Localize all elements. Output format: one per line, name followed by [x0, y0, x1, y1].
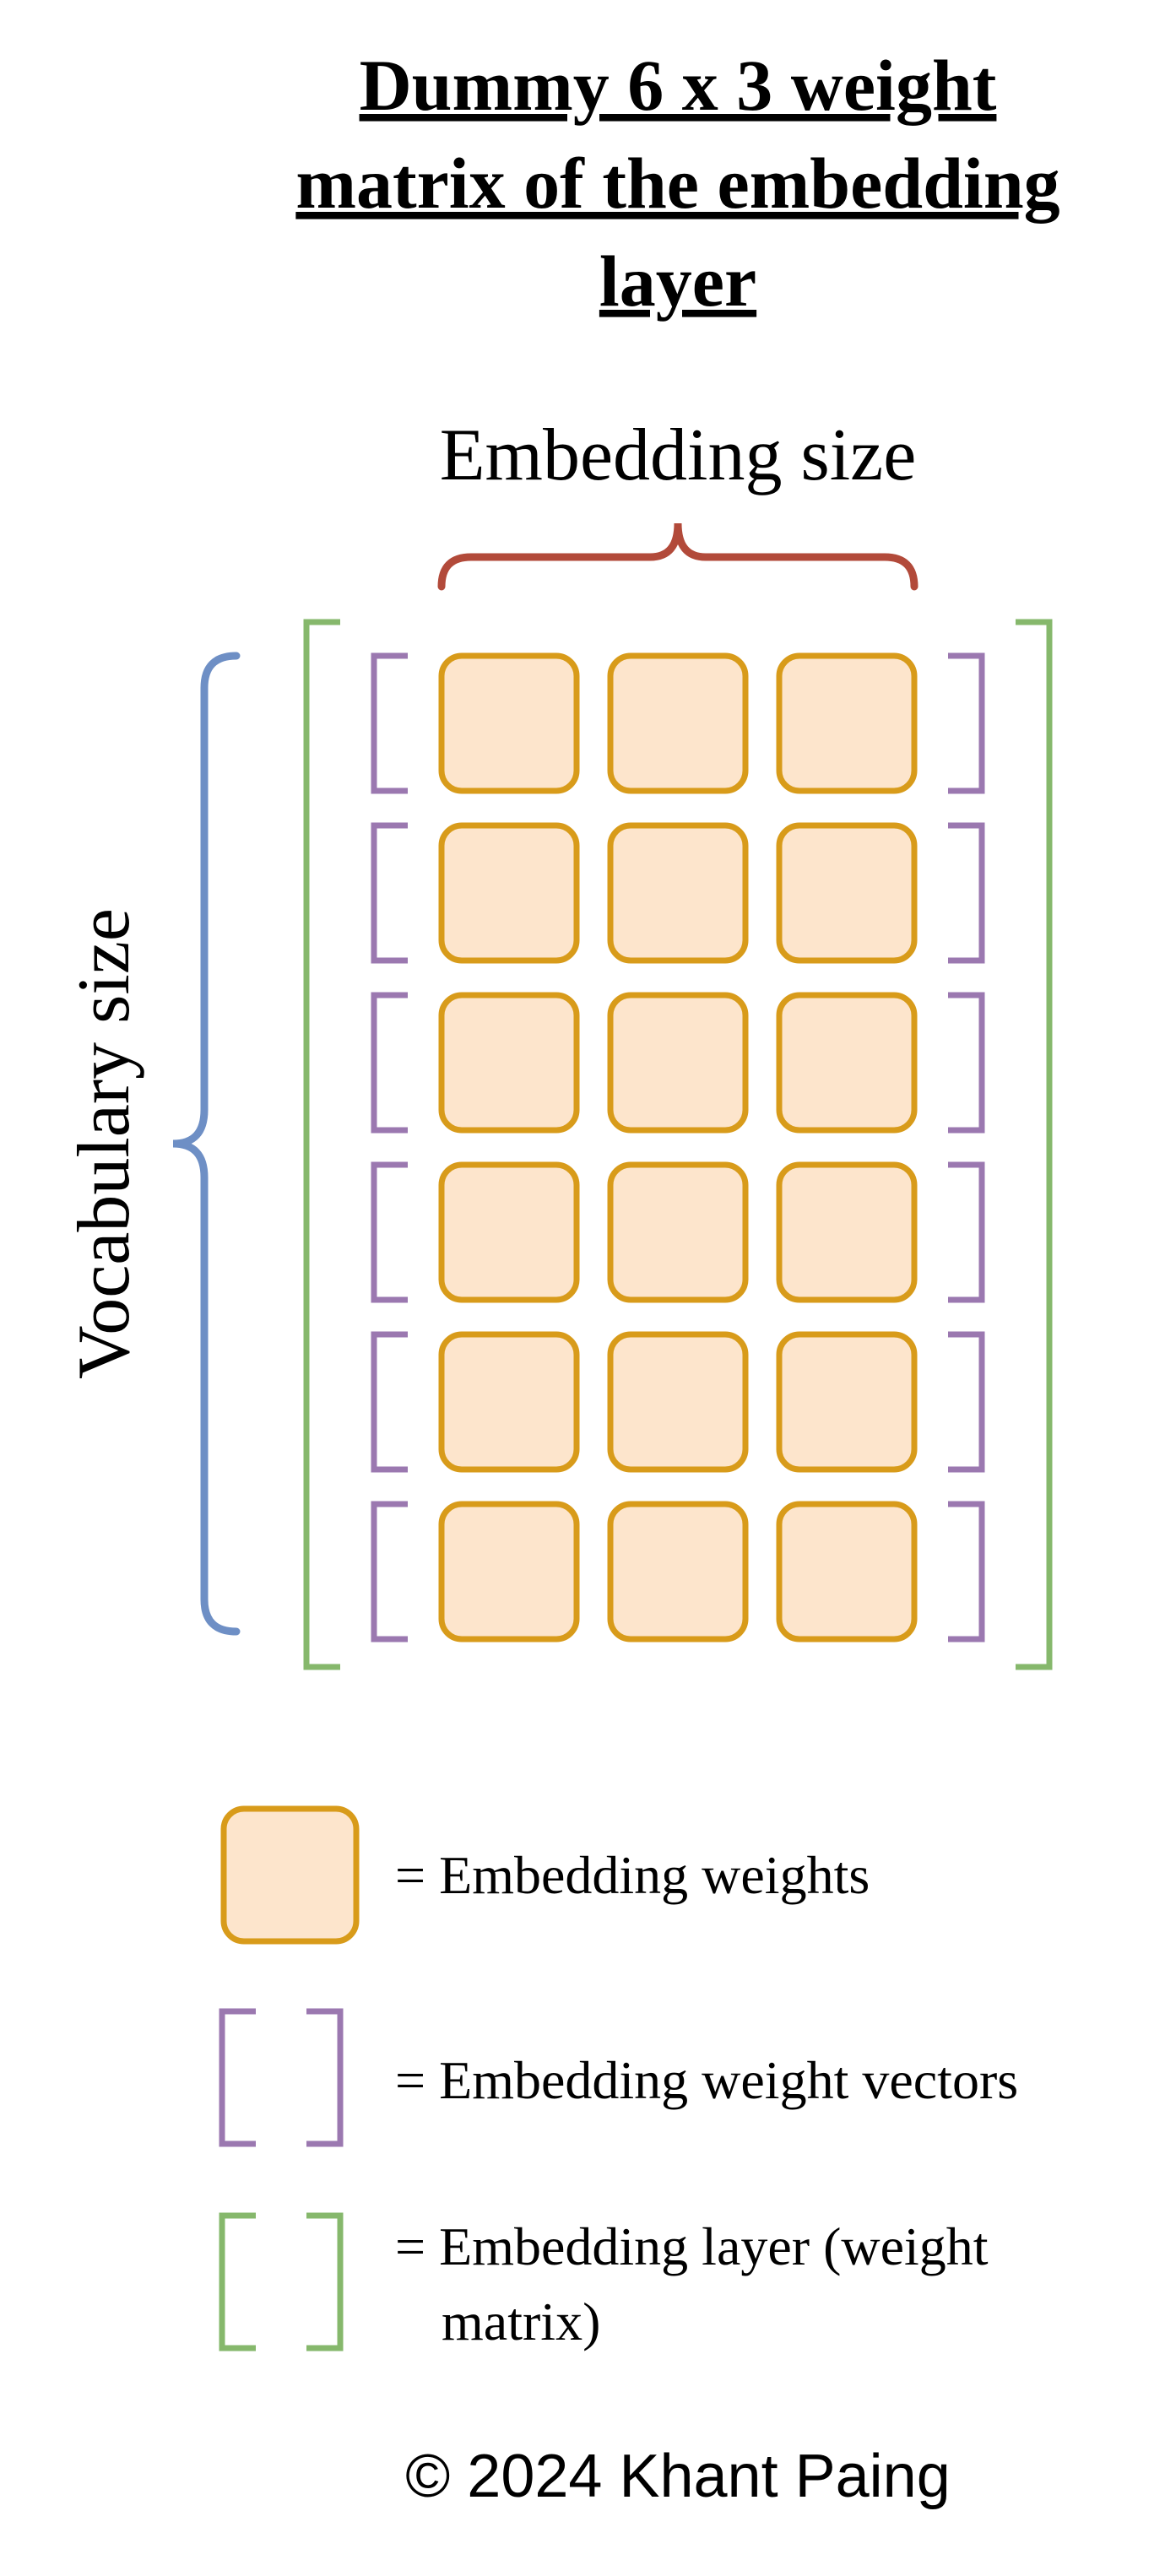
embedding-weight-cell — [776, 992, 918, 1134]
vector-bracket-right — [948, 1501, 985, 1642]
vector-bracket-left — [371, 992, 408, 1134]
embedding-weight-cell — [607, 1331, 749, 1473]
embedding-weight-cell — [607, 1161, 749, 1303]
vector-bracket-left — [371, 1331, 408, 1473]
vector-bracket-right — [948, 822, 985, 964]
copyright-footer: © 2024 Khant Paing — [405, 2443, 951, 2510]
weight-vector-row — [371, 1501, 985, 1642]
vector-bracket-right — [948, 1331, 985, 1473]
embedding-weight-cell — [438, 652, 580, 794]
weight-vector-row — [371, 1161, 985, 1303]
embedding-weight-cell — [776, 1501, 918, 1642]
embedding-weight-cell — [438, 822, 580, 964]
layer-bracket-right — [1016, 619, 1053, 1670]
vector-bracket-left — [371, 1161, 408, 1303]
title-line-3: layer — [599, 241, 756, 322]
embedding-weight-cell — [776, 822, 918, 964]
layer-bracket-left — [303, 619, 340, 1670]
embedding-size-brace — [437, 522, 918, 591]
vector-bracket-left — [371, 1501, 408, 1642]
embedding-weight-cell — [776, 652, 918, 794]
embedding-weight-cell — [438, 1501, 580, 1642]
weight-vector-row — [371, 1331, 985, 1473]
legend-layer-label-line-2: matrix) — [442, 2292, 600, 2351]
legend-layer-bracket-left — [219, 2212, 256, 2351]
embedding-weight-cell — [438, 1331, 580, 1473]
legend-item-layer: = Embedding layer (weight matrix) — [219, 2212, 989, 2351]
legend: = Embedding weights = Embedding weight v… — [219, 1805, 1018, 2351]
legend-vectors-label: = Embedding weight vectors — [395, 2050, 1018, 2110]
weight-vector-row — [371, 992, 985, 1134]
vector-bracket-left — [371, 652, 408, 794]
legend-vector-bracket-left — [219, 2008, 256, 2147]
legend-layer-label-line-1: = Embedding layer (weight — [395, 2216, 989, 2276]
vector-bracket-right — [948, 1161, 985, 1303]
vector-bracket-right — [948, 992, 985, 1134]
weight-vector-row — [371, 652, 985, 794]
embedding-weight-cell — [607, 992, 749, 1134]
embedding-weight-cell — [776, 1331, 918, 1473]
title-line-2: matrix of the embedding — [295, 143, 1059, 224]
diagram-title: Dummy 6 x 3 weight matrix of the embeddi… — [295, 45, 1059, 322]
legend-layer-bracket-right — [306, 2212, 344, 2351]
legend-item-vectors: = Embedding weight vectors — [219, 2008, 1018, 2147]
vocabulary-size-brace — [172, 652, 241, 1636]
embedding-weight-cell — [607, 1501, 749, 1642]
weight-vector-row — [371, 822, 985, 964]
vector-bracket-right — [948, 652, 985, 794]
weight-matrix — [371, 652, 985, 1642]
embedding-size-label: Embedding size — [440, 414, 917, 496]
vector-bracket-left — [371, 822, 408, 964]
vocabulary-size-label: Vocabulary size — [63, 908, 145, 1379]
legend-weights-label: = Embedding weights — [395, 1845, 870, 1905]
embedding-weight-cell — [607, 822, 749, 964]
embedding-weight-cell — [438, 1161, 580, 1303]
legend-vector-bracket-right — [306, 2008, 344, 2147]
embedding-weight-cell — [607, 652, 749, 794]
embedding-weight-cell — [438, 992, 580, 1134]
embedding-weight-cell — [776, 1161, 918, 1303]
legend-item-weights: = Embedding weights — [220, 1805, 870, 1945]
legend-weight-swatch — [220, 1805, 360, 1945]
title-line-1: Dummy 6 x 3 weight — [360, 45, 997, 126]
